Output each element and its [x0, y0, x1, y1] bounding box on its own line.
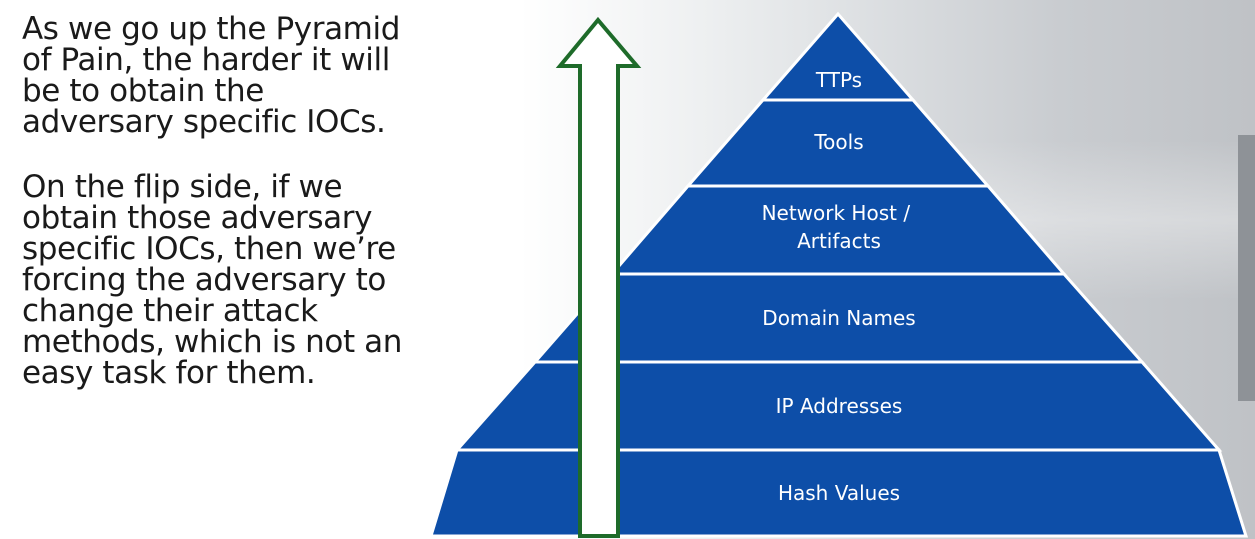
- label-tools: Tools: [813, 130, 863, 154]
- paragraph-flip-side: On the flip side, if we obtain those adv…: [22, 169, 403, 391]
- label-tools-line-1: Tools: [813, 130, 863, 154]
- up-arrow: [555, 16, 642, 538]
- side-tab: [1238, 135, 1255, 401]
- label-ip-addresses: IP Addresses: [776, 394, 903, 418]
- label-ip-addresses-line-1: IP Addresses: [776, 394, 903, 418]
- label-domain-names-line-1: Domain Names: [762, 306, 915, 330]
- label-ttps: TTPs: [815, 68, 862, 92]
- explanation-text: As we go up the Pyramid of Pain, the har…: [22, 14, 492, 389]
- label-hash-values: Hash Values: [778, 481, 900, 505]
- label-hash-values-line-1: Hash Values: [778, 481, 900, 505]
- label-ttps-line-1: TTPs: [815, 68, 862, 92]
- label-network-host-artifacts: Network Host / Artifacts: [762, 201, 917, 253]
- label-domain-names: Domain Names: [762, 306, 915, 330]
- label-network-host-line-1: Network Host /: [762, 201, 911, 225]
- paragraph-difficulty: As we go up the Pyramid of Pain, the har…: [22, 11, 400, 140]
- label-network-host-line-2: Artifacts: [797, 229, 881, 253]
- tier-hash-values: [428, 448, 1249, 538]
